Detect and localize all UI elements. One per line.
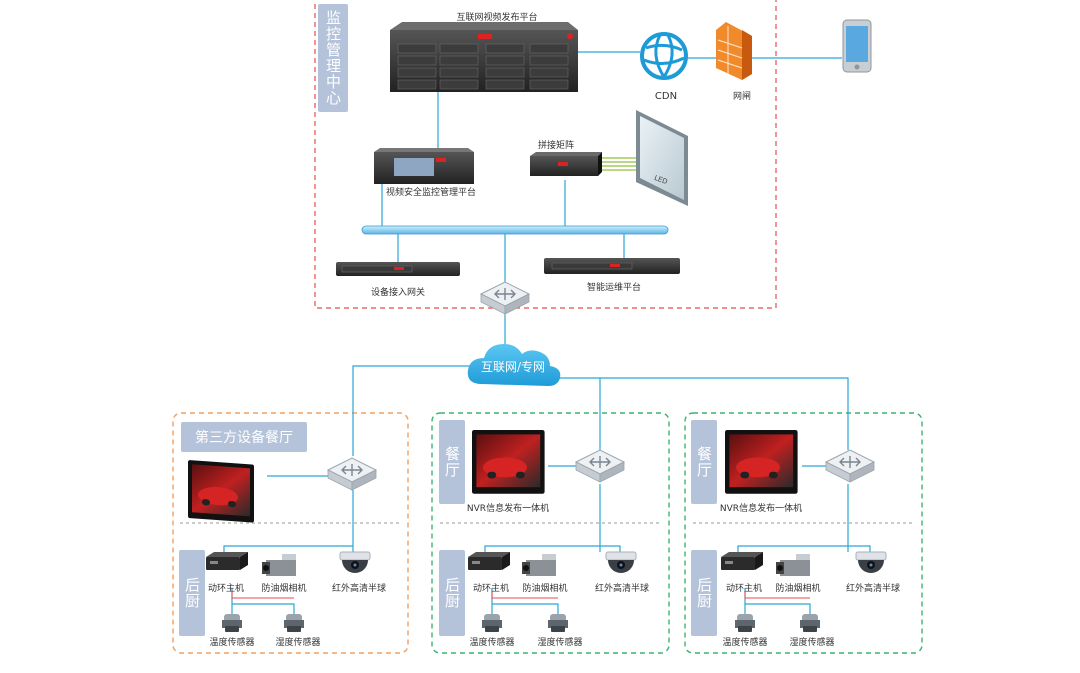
network-bus: [361, 225, 669, 235]
restaurant-2-temp-sensor: [482, 614, 502, 632]
restaurant-3-switch: [825, 449, 875, 483]
splicing-matrix: [530, 152, 602, 176]
restaurant-3-camera: [776, 554, 810, 576]
publish-server: [390, 22, 578, 92]
ops-platform-label: 智能运维平台: [586, 283, 642, 293]
restaurant-2-dome: [605, 551, 637, 574]
restaurant-1-kitchen: 后厨: [179, 550, 205, 636]
restaurant-1-camera: [262, 554, 296, 576]
restaurant-3-camera-label: 防油烟相机: [775, 584, 821, 594]
restaurant-2-dome-label: 红外高清半球: [594, 584, 650, 594]
restaurant-3-host: [721, 552, 763, 570]
connection-lines: [223, 51, 871, 614]
restaurant-3-border: [684, 412, 923, 654]
restaurant-1-dome: [339, 551, 371, 574]
restaurant-2-temp-label: 温度传感器: [469, 638, 515, 648]
monitoring-center-border: [314, 0, 777, 309]
cloud-label: 互联网/专网: [480, 360, 546, 374]
restaurant-2-humidity-label: 湿度传感器: [537, 638, 583, 648]
security-platform-label: 视频安全监控管理平台: [385, 188, 477, 198]
gateway-top-label: 网闸: [732, 92, 752, 102]
restaurant-3-humidity-sensor: [800, 614, 820, 632]
restaurant-2-switch: [575, 449, 625, 483]
restaurant-1-temp-sensor: [222, 614, 242, 632]
restaurant-3-temp-label: 温度传感器: [722, 638, 768, 648]
internet-cloud: [467, 344, 561, 386]
restaurant-1-title: 第三方设备餐厅: [181, 422, 307, 452]
security-platform-server: [374, 148, 474, 184]
mobile-phone-icon: [842, 19, 872, 73]
restaurant-2-camera-label: 防油烟相机: [522, 584, 568, 594]
ops-platform-server: [544, 258, 680, 274]
restaurant-1-humidity-sensor: [284, 614, 304, 632]
restaurant-3-display: [725, 430, 798, 494]
cdn-icon: [640, 32, 688, 80]
restaurant-1-switch: [327, 457, 377, 491]
monitoring-center-label: 监控管理中心: [318, 4, 348, 112]
restaurant-3-temp-sensor: [735, 614, 755, 632]
restaurant-2-kitchen: 后厨: [439, 550, 465, 636]
access-gateway-server: [335, 261, 461, 277]
cdn-label: CDN: [654, 91, 678, 102]
restaurant-1-border: [172, 412, 409, 654]
restaurant-1-humidity-label: 湿度传感器: [275, 638, 321, 648]
restaurant-2-display-label: NVR信息发布一体机: [466, 504, 550, 514]
restaurant-1-temp-label: 温度传感器: [209, 638, 255, 648]
gateway-icon: [716, 22, 752, 80]
restaurant-2-host-label: 动环主机: [472, 584, 510, 594]
restaurant-3-title: 餐厅: [691, 420, 717, 504]
restaurant-1-dome-label: 红外高清半球: [331, 584, 387, 594]
core-switch: [480, 281, 530, 315]
restaurant-3-host-label: 动环主机: [725, 584, 763, 594]
restaurant-2-host: [468, 552, 510, 570]
matrix-label: 拼接矩阵: [537, 141, 575, 151]
restaurant-3-dome: [855, 551, 887, 574]
restaurant-3-dome-label: 红外高清半球: [845, 584, 901, 594]
restaurant-3-display-label: NVR信息发布一体机: [719, 504, 803, 514]
restaurant-2-title: 餐厅: [439, 420, 465, 504]
restaurant-3-kitchen: 后厨: [691, 550, 717, 636]
restaurant-3-humidity-label: 湿度传感器: [789, 638, 835, 648]
restaurant-1-display: [188, 460, 254, 523]
restaurant-1-host: [206, 552, 248, 570]
publish-platform-label: 互联网视频发布平台: [456, 13, 538, 23]
restaurant-2-camera: [522, 554, 556, 576]
restaurant-2-humidity-sensor: [548, 614, 568, 632]
led-screen: [636, 110, 688, 206]
restaurant-1-camera-label: 防油烟相机: [261, 584, 307, 594]
restaurant-1-host-label: 动环主机: [207, 584, 245, 594]
restaurant-2-display: [472, 430, 545, 494]
access-gateway-label: 设备接入网关: [370, 288, 426, 298]
restaurant-2-border: [431, 412, 670, 654]
